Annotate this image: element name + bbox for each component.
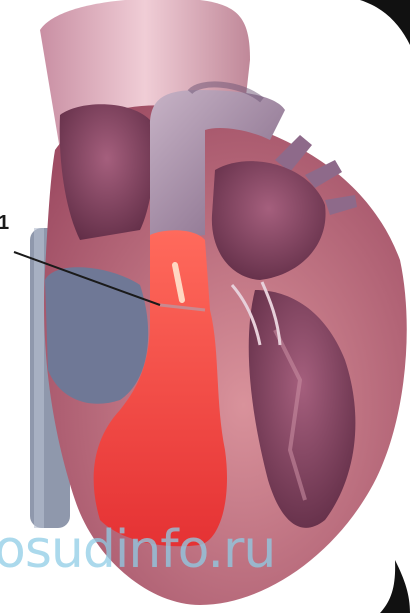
right-atrium [45,267,148,403]
watermark-text: osudinfo.ru [0,520,275,580]
callout-label: 1 [0,212,9,235]
upper-chamber-left [60,104,154,240]
